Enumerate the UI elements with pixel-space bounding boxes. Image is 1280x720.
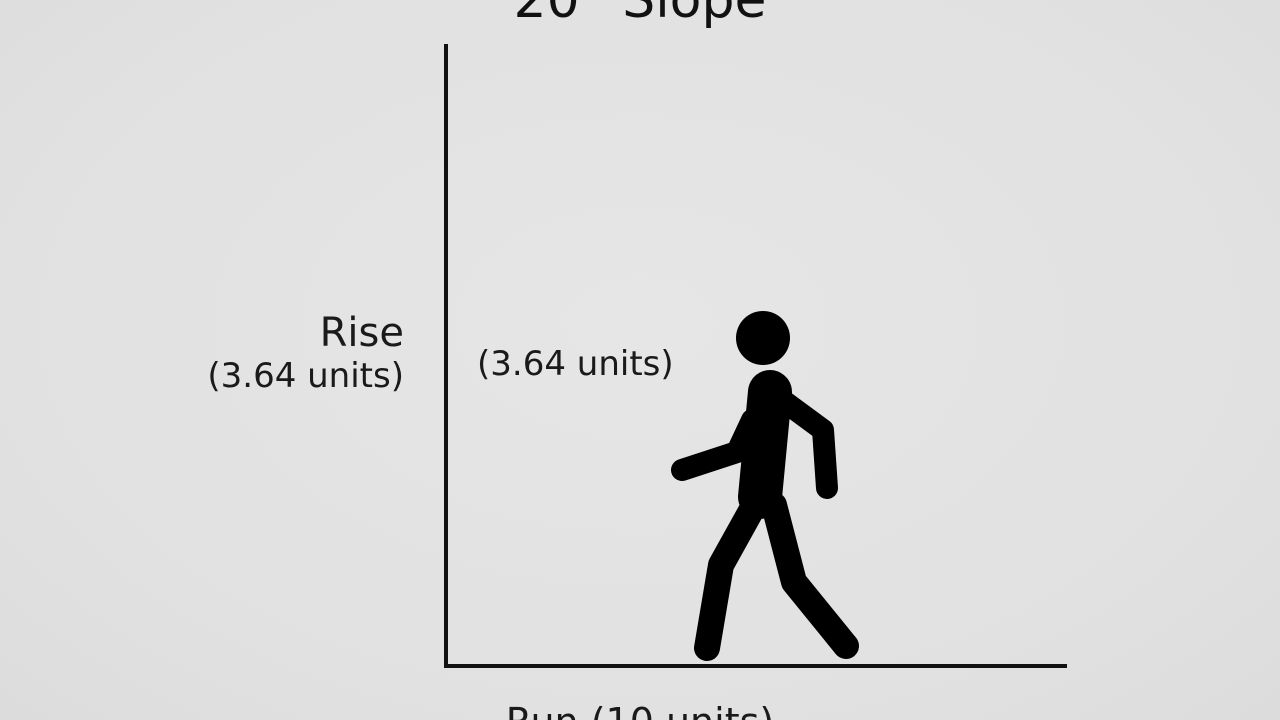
rise-label-title: Rise (319, 310, 404, 356)
diagram-title: 20° Slope (513, 0, 767, 30)
run-label: Run (10 units) (0, 700, 1280, 720)
walking-person-icon (671, 311, 859, 661)
rise-label-value: (3.64 units) (207, 356, 404, 396)
rise-label: Rise (3.64 units) (207, 310, 404, 396)
rise-inner-value: (3.64 units) (477, 344, 674, 384)
